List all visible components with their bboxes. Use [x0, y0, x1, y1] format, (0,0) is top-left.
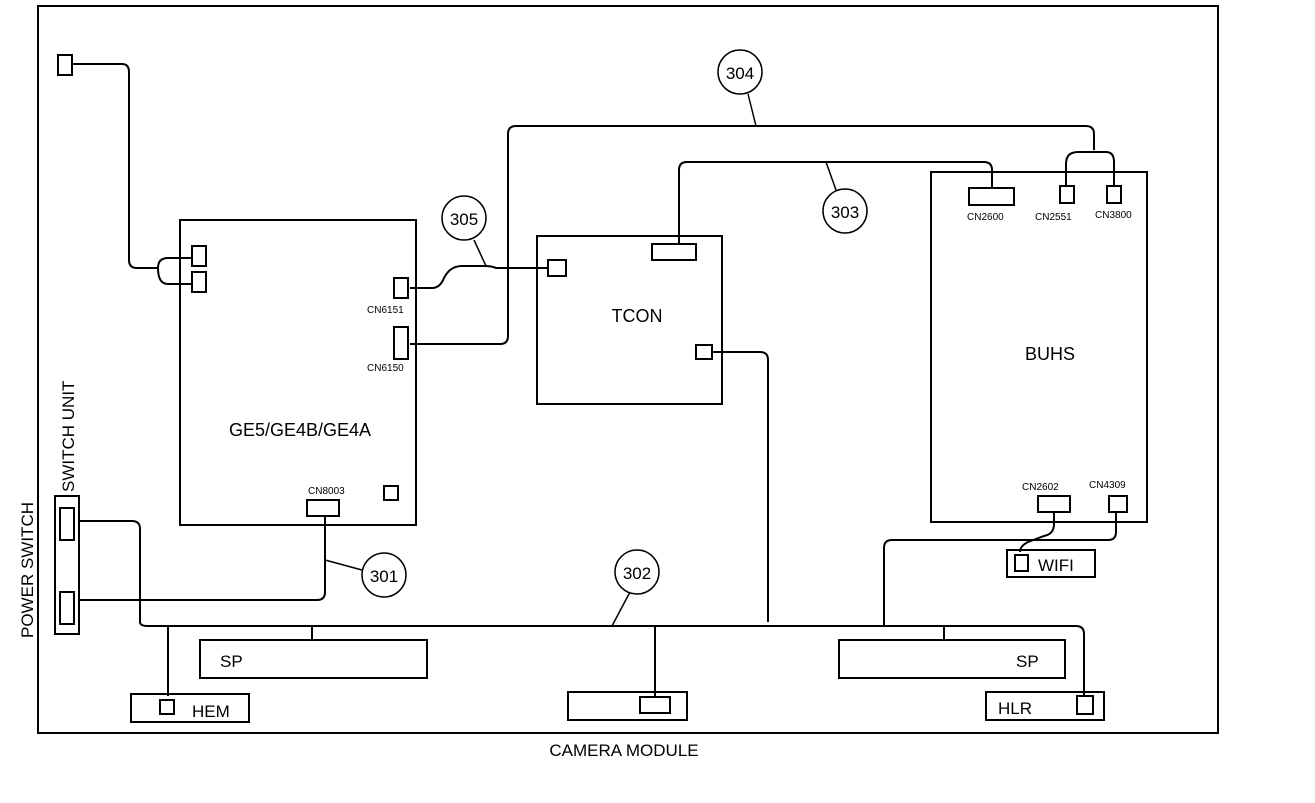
- switch-unit-label: SWITCH UNIT: [59, 381, 78, 492]
- switch-connector-top: [59, 507, 75, 541]
- outer-frame: [37, 5, 1219, 734]
- switch-connector-bottom: [59, 591, 75, 625]
- cn8003-connector: [306, 499, 340, 517]
- tcon-board: [536, 235, 723, 405]
- speaker-left: [199, 639, 428, 679]
- hlr-label: HLR: [998, 699, 1032, 718]
- speaker-right-label: SP: [1016, 652, 1039, 671]
- wifi-connector: [1014, 554, 1029, 572]
- cn2602-label: CN2602: [1022, 482, 1059, 493]
- hem-board: [130, 693, 250, 723]
- cn2551-connector: [1059, 185, 1075, 204]
- wires: [73, 63, 1117, 696]
- ge-board-label: GE5/GE4B/GE4A: [229, 420, 371, 440]
- buhs-board-label: BUHS: [1025, 344, 1075, 364]
- cn3800-label: CN3800: [1095, 210, 1132, 221]
- switch-unit: [54, 495, 80, 635]
- cn6150-label: CN6150: [367, 363, 404, 374]
- cable-302-callout: 302: [611, 549, 660, 627]
- ge-connector-top-b: [191, 271, 207, 293]
- cable-301-label: 301: [370, 567, 398, 586]
- hlr-connector: [1076, 695, 1094, 715]
- tcon-connector-left: [547, 259, 567, 277]
- cable-302-label: 302: [623, 564, 651, 583]
- camera-module-label: CAMERA MODULE: [549, 741, 698, 760]
- buhs-board: [930, 171, 1148, 523]
- top-left-connector: [57, 54, 73, 76]
- ge-board: [179, 219, 417, 526]
- cable-303-callout: 303: [822, 161, 868, 234]
- cn2602-connector: [1037, 495, 1071, 513]
- cn6151-label: CN6151: [367, 305, 404, 316]
- speaker-left-label: SP: [220, 652, 243, 671]
- hlr-board: [985, 691, 1105, 721]
- tcon-board-label: TCON: [612, 306, 663, 326]
- wifi-board: [1006, 549, 1096, 578]
- cn2600-label: CN2600: [967, 212, 1004, 223]
- tcon-connector-right: [695, 344, 713, 360]
- ge-connector-bottom-right: [383, 485, 399, 501]
- cn2551-label: CN2551: [1035, 212, 1072, 223]
- cn8003-label: CN8003: [308, 486, 345, 497]
- hem-connector: [159, 699, 175, 715]
- power-switch-label: POWER SWITCH: [18, 502, 37, 638]
- cable-303-label: 303: [831, 203, 859, 222]
- cn3800-connector: [1106, 185, 1122, 204]
- hem-label: HEM: [192, 702, 230, 721]
- ge-connector-top-a: [191, 245, 207, 267]
- cable-305-callout: 305: [441, 195, 487, 267]
- cn6151-connector: [393, 277, 409, 299]
- camera-module-board: [567, 691, 688, 721]
- cn6150-connector: [393, 326, 409, 360]
- tcon-connector-top: [651, 243, 697, 261]
- camera-module-connector: [639, 696, 671, 714]
- cable-304-label: 304: [726, 64, 754, 83]
- cn2600-connector: [968, 187, 1015, 206]
- cable-304-callout: 304: [717, 49, 763, 127]
- wifi-label: WIFI: [1038, 556, 1074, 575]
- cn4309-label: CN4309: [1089, 480, 1126, 491]
- cn4309-connector: [1108, 495, 1128, 513]
- cable-305-label: 305: [450, 210, 478, 229]
- speaker-right: [838, 639, 1066, 679]
- cable-301-callout: 301: [324, 552, 407, 598]
